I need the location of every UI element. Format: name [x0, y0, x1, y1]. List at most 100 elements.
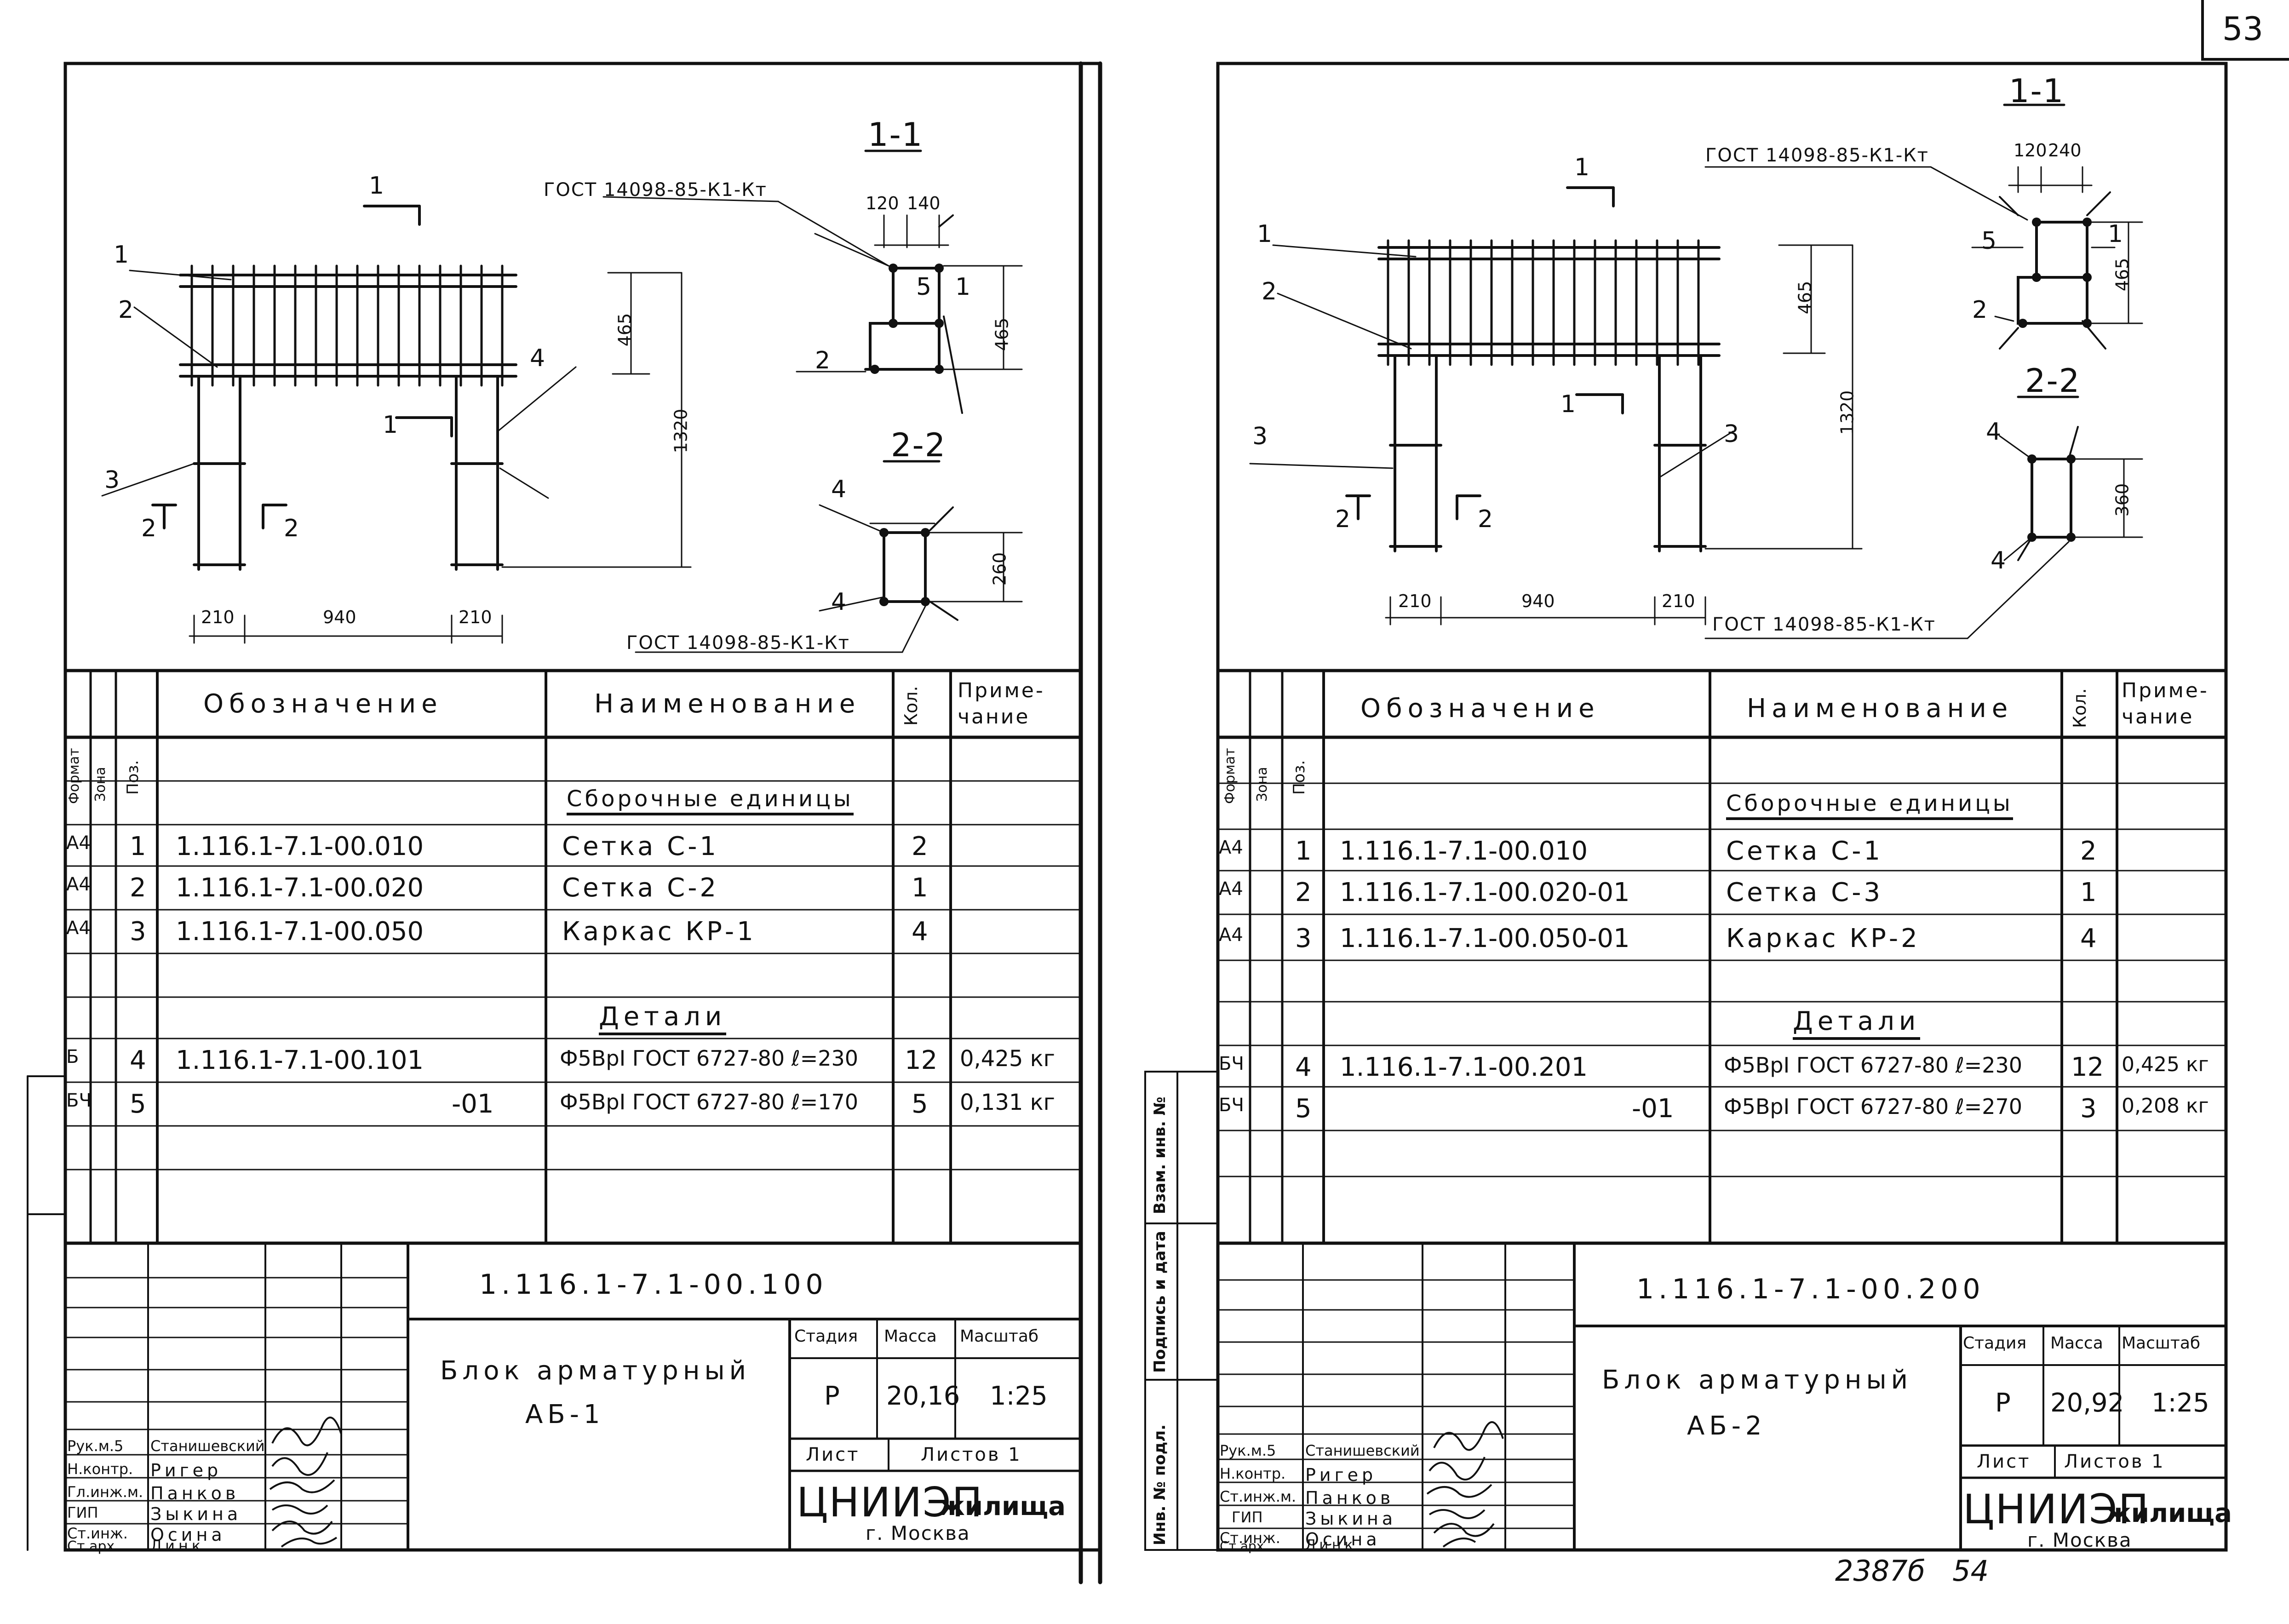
staff-role: Рук.м.5: [67, 1437, 124, 1455]
header-name: Наименование: [594, 689, 861, 719]
stamp-sign-date: Подпись и дата: [1151, 1231, 1169, 1373]
row-name: Ф5ВрI ГОСТ 6727-80 ℓ=270: [1724, 1094, 2023, 1119]
scale-value: 1:25: [990, 1381, 1048, 1411]
gost-top-label: ГОСТ 14098-85-К1-Кт: [544, 179, 767, 201]
gost-top-label: ГОСТ 14098-85-К1-Кт: [1705, 145, 1929, 166]
staff-role: ГИП: [1232, 1509, 1263, 1526]
pos-label: 2: [815, 347, 832, 374]
staff-role: Н.контр.: [67, 1460, 133, 1478]
staff-name: Линк: [1305, 1537, 1357, 1553]
row-format: А4: [1219, 837, 1243, 858]
pos-label: 2: [1972, 296, 1989, 324]
row-name: Сетка С-1: [562, 832, 719, 861]
row-designation: 1.116.1-7.1-00.010: [176, 832, 424, 861]
pos-label: 1: [955, 273, 972, 301]
signatures-left: [269, 1417, 342, 1548]
row-qty: 3: [2080, 1094, 2097, 1124]
staff-role: Ст.инж.: [67, 1525, 128, 1542]
row-qty: 4: [912, 917, 928, 947]
title-line1: Блок арматурный: [440, 1356, 751, 1386]
row-designation: 1.116.1-7.1-00.010: [1340, 836, 1588, 866]
row-note: 0,131 кг: [960, 1090, 1055, 1115]
section-assembly-units: Сборочные единицы: [1726, 792, 2013, 820]
org-name: ЦНИИЭП: [1963, 1486, 2150, 1533]
doc-number: 1.116.1-7.1-00.200: [1636, 1273, 1985, 1305]
org-city: г. Москва: [866, 1522, 970, 1544]
sheets-count: Листов 1: [921, 1444, 1022, 1465]
section-2-2-label: 2-2: [891, 426, 947, 464]
sheet-right: 1-1 2-2 ГОСТ 14098-85-К1-Кт ГОСТ 14098-8…: [1218, 63, 2232, 1553]
row-pos: 1: [1295, 836, 1312, 866]
pos-label: 4: [530, 344, 546, 372]
staff-name: Панков: [1305, 1488, 1394, 1508]
row-name: Ф5ВрI ГОСТ 6727-80 ℓ=230: [1724, 1053, 2023, 1078]
row-name: Сетка С-3: [1726, 878, 1883, 907]
pos-label: 4: [831, 588, 848, 616]
rebar-drawing-left: [101, 149, 1023, 653]
row-designation: 1.116.1-7.1-00.201: [1340, 1052, 1588, 1082]
pos-label: 3: [104, 466, 121, 494]
row-designation: -01: [1632, 1094, 1674, 1124]
row-format: А4: [1219, 924, 1243, 946]
dim-210-right: 210: [459, 607, 492, 627]
row-pos: 5: [130, 1089, 146, 1119]
row-format: Б: [66, 1046, 79, 1067]
sheet-label: Лист: [806, 1444, 860, 1465]
row-format: А4: [1219, 878, 1243, 900]
org-suffix: жилища: [939, 1492, 1066, 1521]
staff-role: Рук.м.5: [1220, 1442, 1276, 1459]
sheet-left: 1-1 2-2 ГОСТ 14098-85-К1-Кт ГОСТ 14098-8…: [65, 63, 1081, 1554]
row-name: Сетка С-2: [562, 873, 719, 903]
mass-value: 20,16: [886, 1381, 960, 1411]
staff-name: Ригер: [150, 1460, 222, 1481]
dim-210-right: 210: [1662, 591, 1695, 611]
title-line2: АБ-2: [1687, 1411, 1767, 1441]
dim-240: 240: [2048, 140, 2082, 161]
section-details: Детали: [599, 1004, 727, 1035]
stamp-swap-inv: Взам. инв. №: [1151, 1096, 1169, 1214]
staff-role: ГИП: [67, 1504, 98, 1521]
section-1-1-label: 1-1: [2009, 72, 2065, 110]
bottom-archive-note: 2387б 54: [1835, 1554, 1989, 1588]
header-note: Приме- чание: [2122, 679, 2209, 729]
dim-940: 940: [323, 607, 356, 627]
stage-value: Р: [824, 1381, 840, 1411]
pos-label: 1: [2108, 220, 2124, 248]
gost-bottom-label: ГОСТ 14098-85-К1-Кт: [626, 632, 850, 654]
row-qty: 2: [912, 832, 928, 861]
row-name: Сетка С-1: [1726, 836, 1883, 866]
staff-role: Н.контр.: [1220, 1465, 1286, 1482]
pos-label: 1: [114, 241, 130, 269]
org-name: ЦНИИЭП: [797, 1479, 983, 1526]
row-designation: -01: [452, 1089, 494, 1119]
row-qty: 2: [2080, 836, 2097, 866]
scale-label: Масштаб: [2122, 1334, 2201, 1353]
section-1-1-label: 1-1: [868, 116, 924, 154]
rebar-drawing-right: [1249, 103, 2143, 639]
staff-name: Зыкина: [150, 1504, 242, 1524]
cut-2-right: 2: [1478, 505, 1494, 533]
staff-name: Осина: [1305, 1529, 1381, 1549]
staff-role: Ст.арх.: [67, 1538, 119, 1555]
cut-1-top: 1: [369, 172, 385, 200]
row-designation: 1.116.1-7.1-00.050: [176, 917, 424, 947]
staff-name: Зыкина: [1305, 1509, 1397, 1529]
org-suffix: жилища: [2105, 1498, 2232, 1528]
org-city: г. Москва: [2027, 1529, 2132, 1551]
row-qty: 4: [2080, 924, 2097, 953]
row-pos: 3: [130, 917, 146, 947]
pos-label: 2: [118, 296, 135, 324]
doc-number: 1.116.1-7.1-00.100: [479, 1268, 828, 1301]
row-name: Ф5ВрI ГОСТ 6727-80 ℓ=170: [560, 1090, 859, 1114]
pos-label: 3: [1724, 420, 1740, 448]
header-designation: Обозначение: [203, 689, 443, 719]
staff-role: Гл.инж.м.: [67, 1483, 143, 1501]
row-format: БЧ: [1219, 1095, 1244, 1116]
stage-value: Р: [1995, 1388, 2011, 1418]
stage-label: Стадия: [794, 1327, 858, 1346]
header-name: Наименование: [1747, 694, 2014, 723]
page-number-box: 53: [2201, 0, 2289, 61]
pos-label: 2: [1262, 278, 1278, 305]
row-pos: 4: [1295, 1052, 1312, 1082]
pos-label: 3: [1252, 423, 1269, 450]
